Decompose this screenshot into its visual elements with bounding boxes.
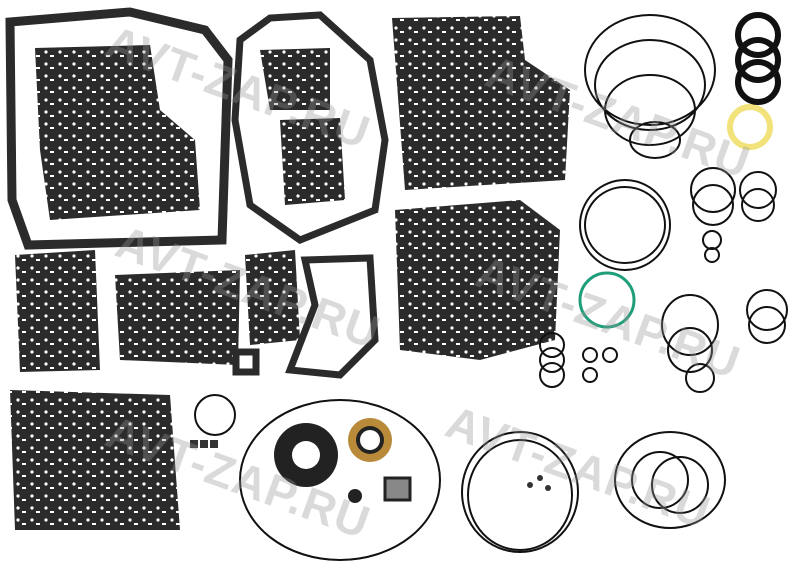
valve-body-gaskets <box>10 16 570 530</box>
oil-seals <box>274 418 412 503</box>
yellow-ring <box>727 104 773 150</box>
green-ring <box>578 271 636 329</box>
sealing-rings <box>735 12 781 105</box>
small-parts <box>190 440 551 491</box>
side-cover-gasket <box>231 11 389 379</box>
o-rings <box>194 14 788 561</box>
oil-pan-gasket <box>5 7 233 250</box>
